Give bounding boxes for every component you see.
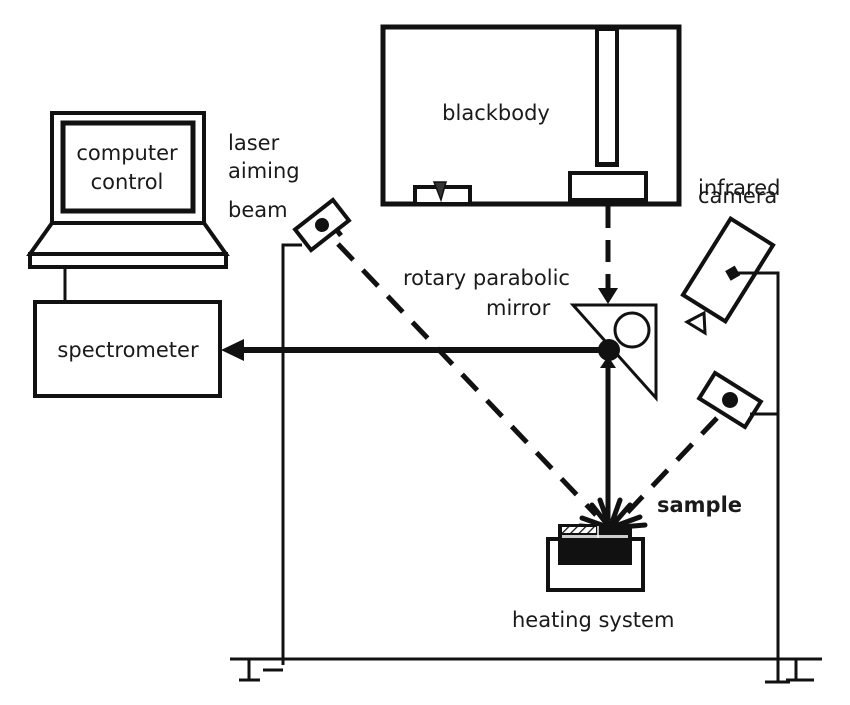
laptop-base bbox=[28, 252, 228, 269]
camera-mount-icon bbox=[725, 265, 741, 281]
laser-aiming-beam: laser aiming beam bbox=[228, 131, 352, 665]
heater-label: heating system bbox=[512, 608, 674, 632]
infrared-camera: infrared camera bbox=[680, 176, 780, 683]
spectrometer-beam-arrowhead bbox=[221, 339, 244, 361]
computer-control: computer control bbox=[26, 111, 230, 269]
computer-label-line1: computer bbox=[76, 141, 178, 165]
rotary-parabolic-mirror: rotary parabolic mirror bbox=[403, 266, 658, 402]
camera-lens-icon bbox=[683, 310, 707, 336]
mirror-label-line2: mirror bbox=[486, 296, 551, 320]
sample-label: sample bbox=[657, 493, 742, 517]
laser-label-line1: laser bbox=[228, 131, 280, 155]
camera-label-line1: infrared bbox=[698, 176, 780, 200]
mirror-rotation-icon bbox=[613, 311, 651, 349]
blackbody-label: blackbody bbox=[442, 101, 550, 125]
blackbody-aperture-plate bbox=[568, 198, 648, 206]
optical-table bbox=[230, 657, 822, 684]
spectrometer: spectrometer bbox=[33, 300, 222, 398]
mirror-focal-point bbox=[598, 339, 620, 361]
heating-system: heating system bbox=[512, 524, 674, 632]
sample-coating bbox=[562, 527, 596, 533]
blackbody-column bbox=[595, 27, 619, 167]
spectrometer-label: spectrometer bbox=[57, 338, 199, 362]
blackbody-aperture-block bbox=[568, 171, 648, 203]
computer-label-line2: control bbox=[91, 170, 164, 194]
laser-stand bbox=[281, 243, 302, 665]
sample-beam-arrowhead bbox=[600, 356, 616, 368]
laser-label-line3: beam bbox=[228, 198, 288, 222]
blackbody-beam-arrowhead bbox=[598, 288, 618, 304]
secondary-laser-head-icon bbox=[696, 370, 764, 430]
mirror-label-line1: rotary parabolic bbox=[403, 266, 570, 290]
camera-stand bbox=[736, 271, 780, 683]
laptop-keyboard-deck bbox=[26, 221, 230, 256]
sensor-indicator-icon bbox=[432, 181, 447, 203]
camera-label-line2-visible: camera bbox=[698, 184, 777, 208]
laptop-screen bbox=[60, 120, 196, 214]
laser-label-line2: aiming bbox=[228, 159, 300, 183]
blackbody: blackbody bbox=[380, 24, 682, 207]
spectrometer-box bbox=[33, 300, 222, 398]
camera-view-dashed-beam bbox=[624, 416, 719, 516]
laser-dashed-beam bbox=[336, 242, 598, 517]
sample-layer bbox=[562, 535, 628, 538]
laser-head-icon bbox=[292, 197, 352, 253]
